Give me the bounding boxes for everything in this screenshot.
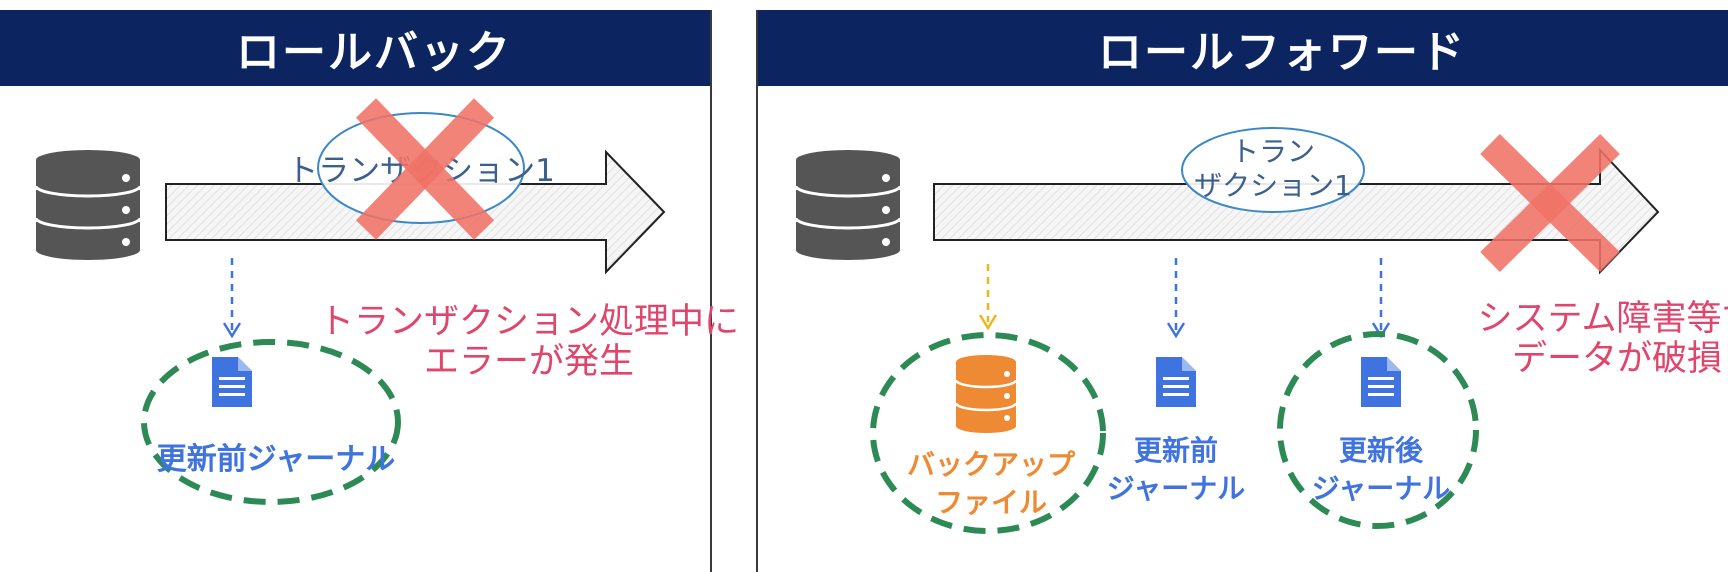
- journal-dashed-circle: [141, 339, 401, 505]
- before-journal-label-line2: ジャーナル: [1107, 472, 1246, 505]
- transaction-bubble: [1181, 127, 1365, 213]
- down-arrow: [1166, 258, 1186, 339]
- database-icon: [34, 150, 142, 260]
- cross-icon: [1480, 134, 1620, 272]
- rollback-panel: ロールバック: [0, 10, 712, 572]
- rollback-title: ロールバック: [0, 10, 710, 86]
- backup-label-line2: ファイル: [935, 486, 1047, 519]
- down-arrow: [978, 264, 998, 331]
- after-journal-label-line2: ジャーナル: [1312, 472, 1451, 505]
- transaction-label-line2: ザクション1: [1194, 169, 1352, 202]
- failure-text-line1: システム障害等で: [1478, 299, 1728, 339]
- transaction-label-line1: トラン: [1231, 135, 1315, 168]
- document-icon: [1361, 357, 1401, 407]
- rollforward-title: ロールフォワード: [758, 10, 1728, 86]
- error-text-line2: エラーが発生: [424, 342, 634, 382]
- failure-text-line2: データが破損: [1512, 339, 1722, 379]
- before-journal-label-line1: 更新前: [1134, 434, 1218, 467]
- rollforward-panel: ロールフォワード: [756, 10, 1728, 572]
- error-text-line1: トランザクション処理中に: [319, 302, 739, 342]
- after-journal-label-line1: 更新後: [1339, 434, 1424, 467]
- cross-icon: [355, 98, 495, 240]
- database-icon: [794, 150, 902, 260]
- journal-label: 更新前ジャーナル: [157, 442, 396, 477]
- backup-database-icon: [954, 355, 1018, 433]
- document-icon: [1156, 357, 1196, 407]
- down-arrow: [1371, 258, 1391, 339]
- backup-dashed-circle: [870, 332, 1106, 534]
- document-icon: [212, 357, 252, 407]
- down-arrow: [222, 258, 242, 339]
- after-journal-dashed-circle: [1277, 331, 1479, 529]
- backup-label-line1: バックアップ: [907, 448, 1076, 481]
